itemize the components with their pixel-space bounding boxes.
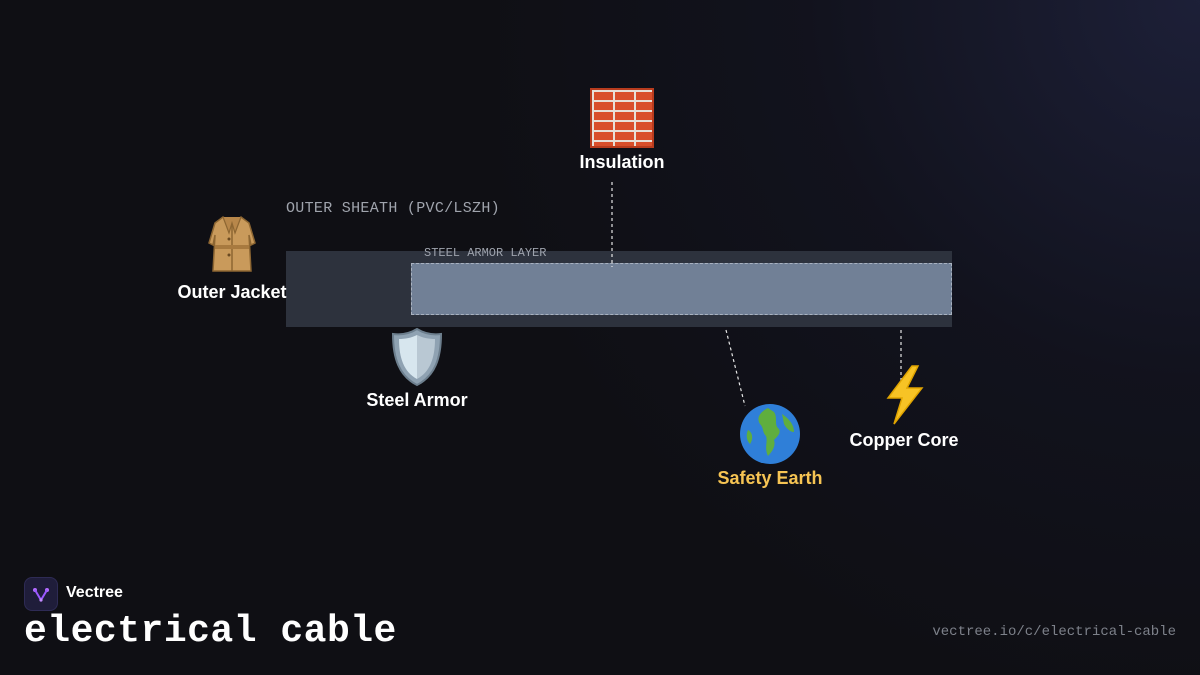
armor-layer-label: STEEL ARMOR LAYER (424, 246, 547, 260)
lightning-icon (886, 365, 924, 425)
steel-armor-node[interactable]: Steel Armor (357, 326, 477, 411)
steel-armor-label: Steel Armor (366, 390, 468, 410)
insulation-label: Insulation (579, 152, 665, 172)
copper-core-node[interactable]: Copper Core (845, 364, 963, 451)
shield-icon (391, 327, 443, 387)
coat-icon (208, 216, 256, 272)
brand-name: Vectree (66, 584, 123, 601)
globe-icon (740, 404, 800, 464)
safety-earth-node[interactable]: Safety Earth (705, 402, 835, 489)
outer-sheath-label: OUTER SHEATH (PVC/LSZH) (286, 200, 500, 217)
insulation-node[interactable]: Insulation (560, 88, 684, 173)
steel-armor-layer[interactable] (411, 263, 952, 315)
vectree-logo-icon (24, 577, 58, 611)
outer-jacket-node[interactable]: Outer Jacket (172, 213, 292, 303)
page-title: electrical cable (24, 610, 397, 653)
page-url[interactable]: vectree.io/c/electrical-cable (932, 624, 1176, 640)
outer-jacket-label: Outer Jacket (177, 282, 287, 302)
safety-earth-connector (725, 329, 746, 407)
copper-core-label: Copper Core (849, 430, 959, 450)
brick-wall-icon (590, 88, 654, 148)
safety-earth-label: Safety Earth (717, 468, 823, 488)
